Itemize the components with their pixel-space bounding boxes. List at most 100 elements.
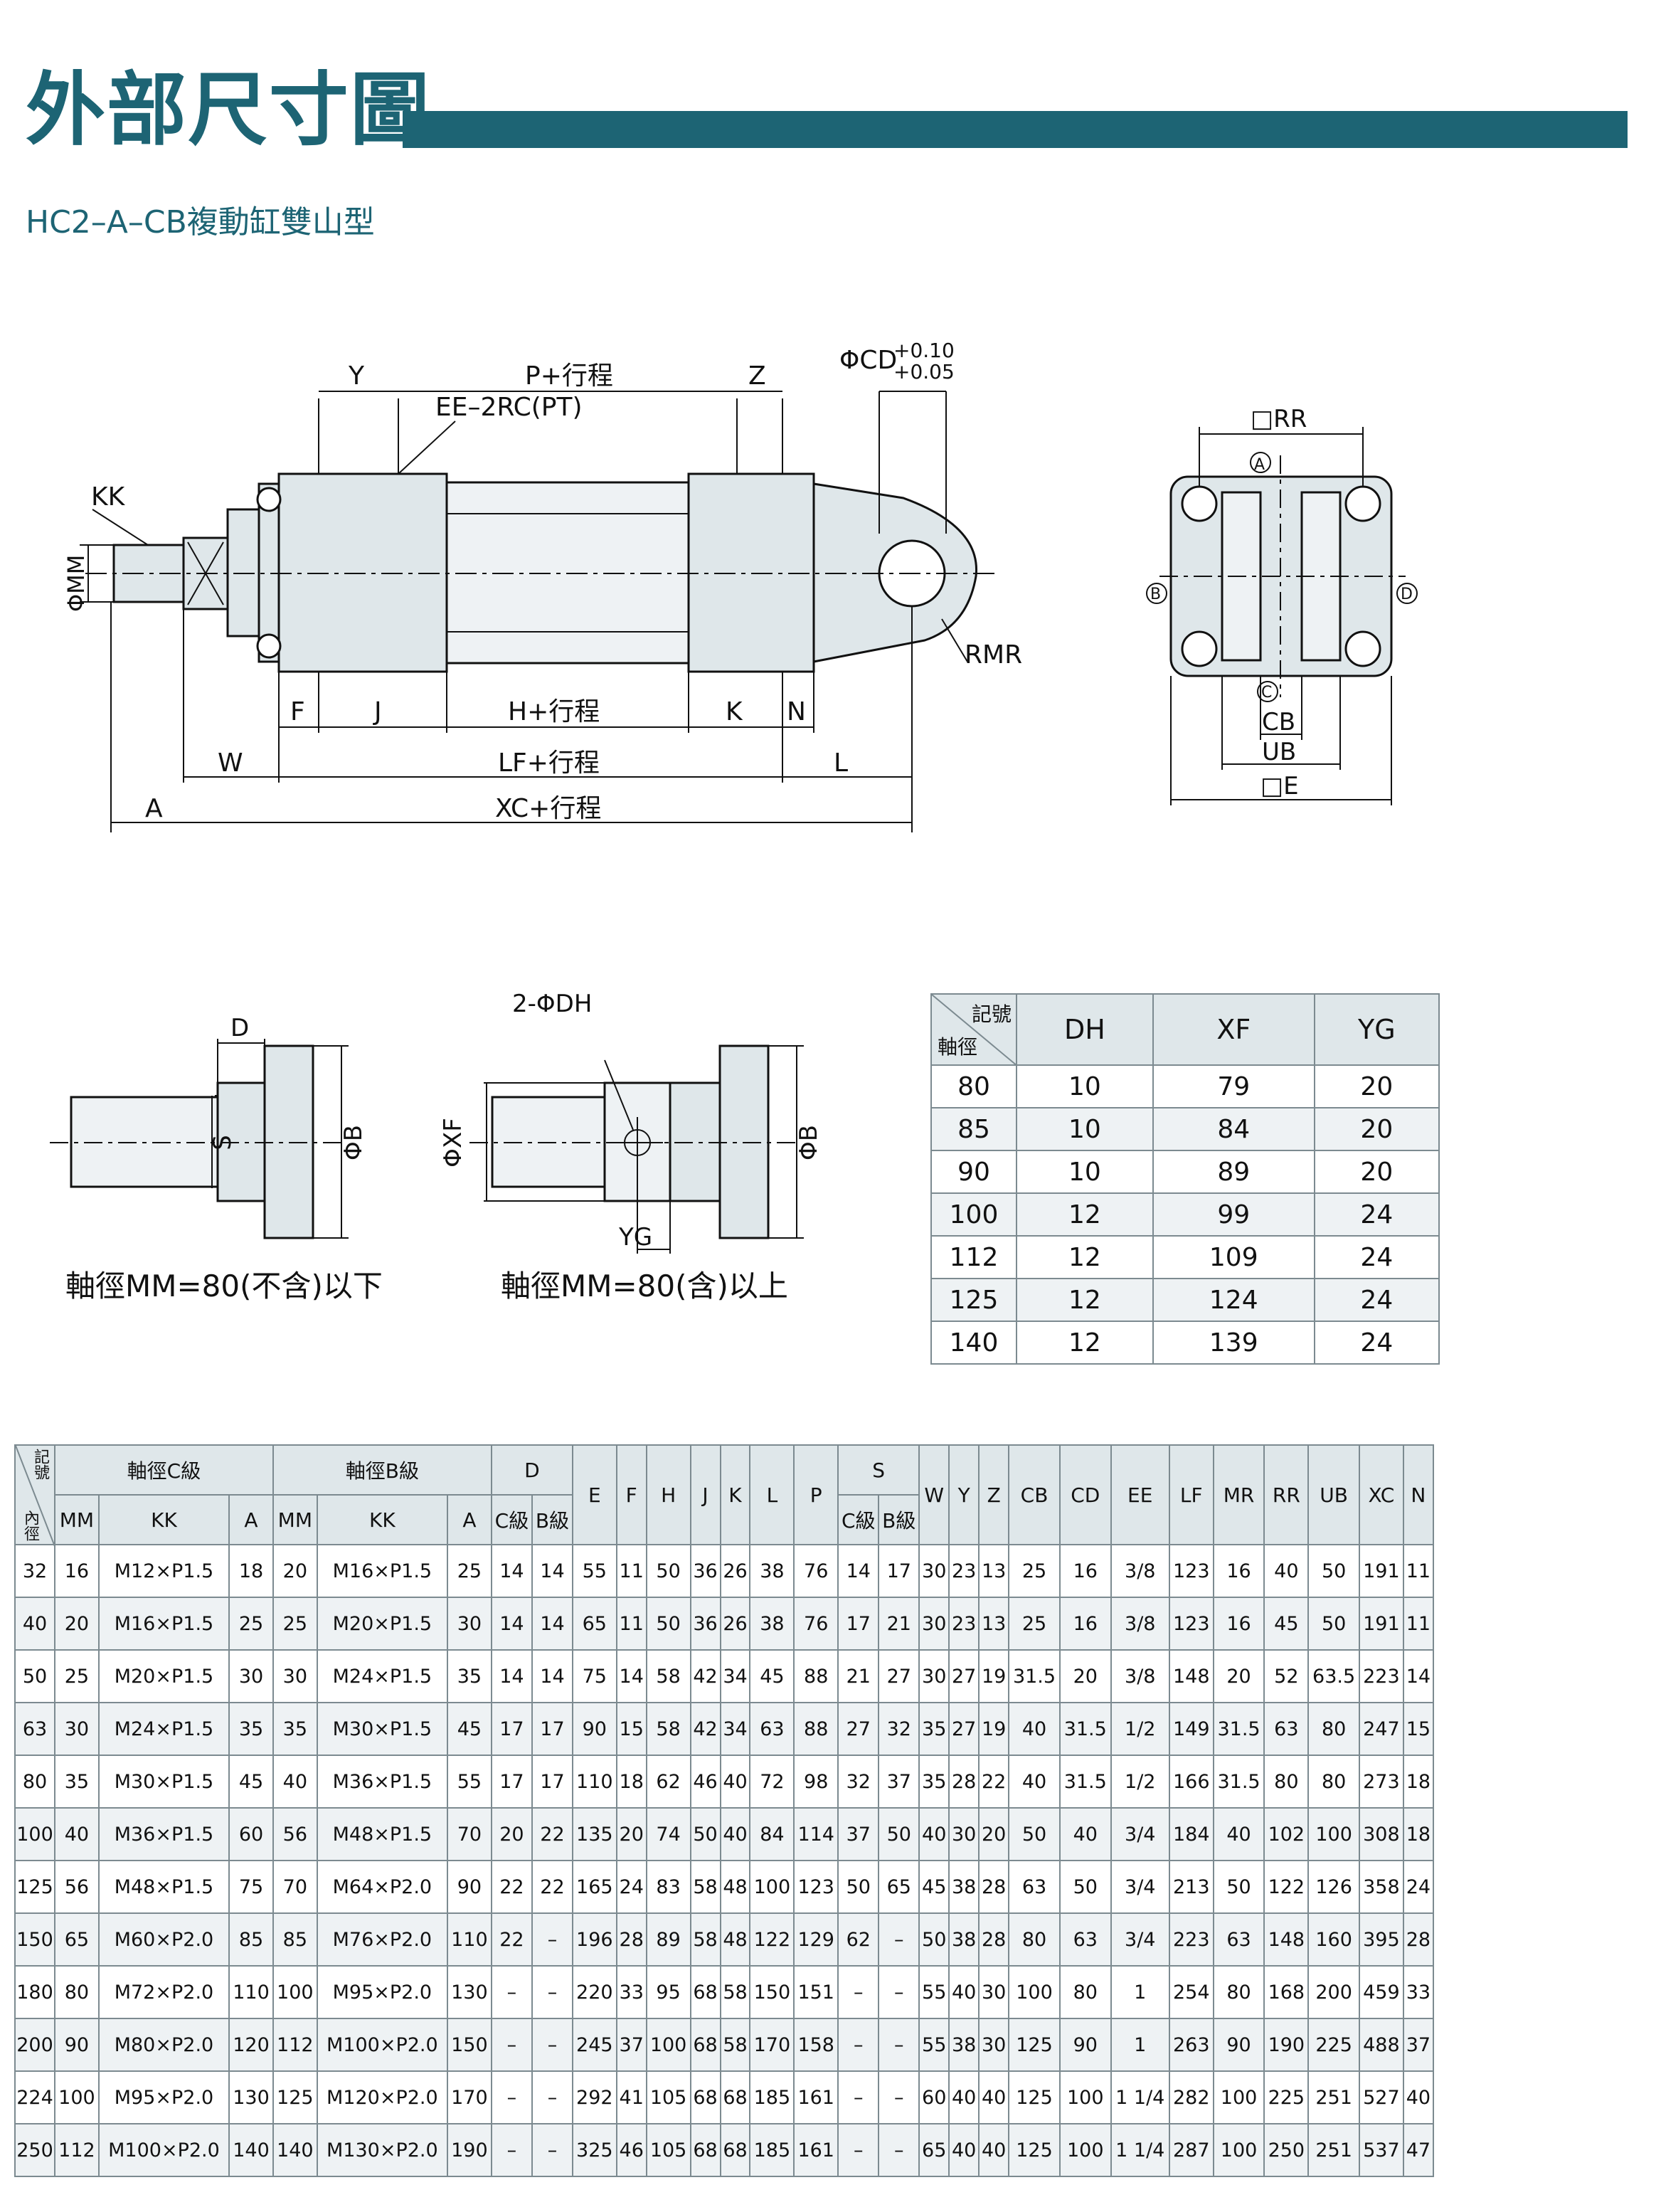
table-cell: 74 — [645, 1807, 691, 1861]
table-cell: 60 — [228, 1807, 274, 1861]
table-cell: 50 — [1307, 1597, 1360, 1651]
table-cell: 24 — [1402, 1860, 1435, 1914]
table-cell: 28 — [1402, 1912, 1435, 1967]
table-cell: 62 — [837, 1912, 880, 1967]
table-cell: 28 — [978, 1860, 1010, 1914]
table-cell: 1 1/4 — [1110, 2123, 1170, 2177]
table-cell: 50 — [1307, 1544, 1360, 1598]
table-cell: M64×P2.0 — [316, 1860, 448, 1914]
header-w: W — [918, 1444, 950, 1545]
table-cell: 190 — [446, 2123, 492, 2177]
dim-d: D — [230, 1014, 249, 1042]
table-cell: 12 — [1016, 1321, 1154, 1365]
table-cell: 100 — [1058, 2070, 1112, 2124]
header-c-a: A — [228, 1494, 274, 1545]
table-cell: 148 — [1263, 1912, 1310, 1967]
table-cell: M16×P1.5 — [97, 1597, 230, 1651]
table-cell: 50 — [1058, 1860, 1112, 1914]
table-cell: 58 — [645, 1702, 691, 1756]
header-y: Y — [948, 1444, 980, 1545]
table-cell: 20 — [1313, 1150, 1440, 1194]
header-ub: UB — [1307, 1444, 1360, 1545]
table-cell: 251 — [1307, 2070, 1360, 2124]
table-cell: 32 — [878, 1702, 920, 1756]
table-cell: 22 — [490, 1860, 534, 1914]
table-cell: 25 — [446, 1544, 492, 1598]
table-cell: 38 — [749, 1597, 795, 1651]
table-cell: 36 — [689, 1544, 721, 1598]
table-cell: 83 — [645, 1860, 691, 1914]
table-cell: 225 — [1263, 2070, 1310, 2124]
dim-cd-tol-top: +0.10 — [893, 339, 955, 362]
table-cell: 27 — [837, 1702, 880, 1756]
point-b: B — [1150, 586, 1161, 603]
table-cell: 42 — [689, 1702, 721, 1756]
table-cell: 90 — [571, 1702, 617, 1756]
dim-s: S — [208, 1135, 237, 1150]
dim-rr: □RR — [1251, 405, 1307, 433]
table-cell: 24 — [615, 1860, 647, 1914]
dim-lf-stroke: LF+行程 — [498, 748, 600, 778]
table-cell: M24×P1.5 — [97, 1702, 230, 1756]
table-cell: 65 — [571, 1597, 617, 1651]
dim-h-stroke: H+行程 — [508, 697, 600, 726]
table-cell: 30 — [54, 1702, 100, 1756]
table-cell: 3/8 — [1110, 1597, 1170, 1651]
table-cell: 60 — [918, 2070, 950, 2124]
row-header-cell: 250 — [14, 2123, 55, 2177]
table-cell: 123 — [1168, 1597, 1214, 1651]
table-cell: 105 — [645, 2123, 691, 2177]
table-cell: 38 — [948, 2018, 980, 2072]
diagonal-line — [932, 995, 1017, 1066]
header-xf: XF — [1152, 993, 1315, 1066]
header-c-kk: KK — [97, 1494, 230, 1545]
table-cell: 40 — [1058, 1807, 1112, 1861]
page-title: 外部尺寸圖 — [26, 64, 431, 157]
table-cell: 13 — [978, 1597, 1010, 1651]
table-cell: – — [837, 2070, 880, 2124]
table-cell: M16×P1.5 — [316, 1544, 448, 1598]
table-cell: 1 — [1110, 1965, 1170, 2019]
table-cell: 254 — [1168, 1965, 1214, 2019]
cylinder-end-view: □RR A B C D CB UB □E — [1146, 405, 1418, 805]
table-cell: 20 — [1313, 1107, 1440, 1151]
table-cell: 30 — [918, 1597, 950, 1651]
table-cell: 27 — [948, 1649, 980, 1703]
header-z: Z — [978, 1444, 1010, 1545]
table-cell: 14 — [837, 1544, 880, 1598]
table-cell: 79 — [1152, 1064, 1315, 1108]
table-cell: 14 — [490, 1649, 534, 1703]
table-cell: 63 — [1058, 1912, 1112, 1967]
table-cell: 22 — [531, 1807, 573, 1861]
dim-yg: YG — [618, 1223, 652, 1251]
header-lf: LF — [1168, 1444, 1214, 1545]
table-cell: 65 — [918, 2123, 950, 2177]
table-cell: 63 — [1212, 1912, 1265, 1967]
header-e: E — [571, 1444, 617, 1545]
table-cell: 16 — [1058, 1544, 1112, 1598]
table-cell: M36×P1.5 — [316, 1755, 448, 1809]
row-header-cell: 90 — [930, 1150, 1017, 1194]
table-cell: 10 — [1016, 1107, 1154, 1151]
table-cell: 20 — [1212, 1649, 1265, 1703]
table-cell: – — [490, 2018, 534, 2072]
row-header-cell: 40 — [14, 1597, 55, 1651]
table-cell: 126 — [1307, 1860, 1360, 1914]
table-cell: 40 — [1008, 1755, 1061, 1809]
caption-large-rod: 軸徑MM=80(含)以上 — [501, 1269, 788, 1303]
table-cell: 120 — [228, 2018, 274, 2072]
rod-view-small: D S ΦB — [50, 1014, 368, 1239]
dim-k: K — [726, 697, 743, 726]
dim-p-stroke: P+行程 — [525, 361, 613, 391]
table-cell: 130 — [446, 1965, 492, 2019]
table-cell: 24 — [1313, 1321, 1440, 1365]
table-cell: 20 — [272, 1544, 318, 1598]
header-f: F — [615, 1444, 647, 1545]
small-table-corner: 記號 軸徑 — [930, 993, 1017, 1066]
header-b-mm: MM — [272, 1494, 318, 1545]
row-header-cell: 100 — [14, 1807, 55, 1861]
table-cell: 89 — [1152, 1150, 1315, 1194]
